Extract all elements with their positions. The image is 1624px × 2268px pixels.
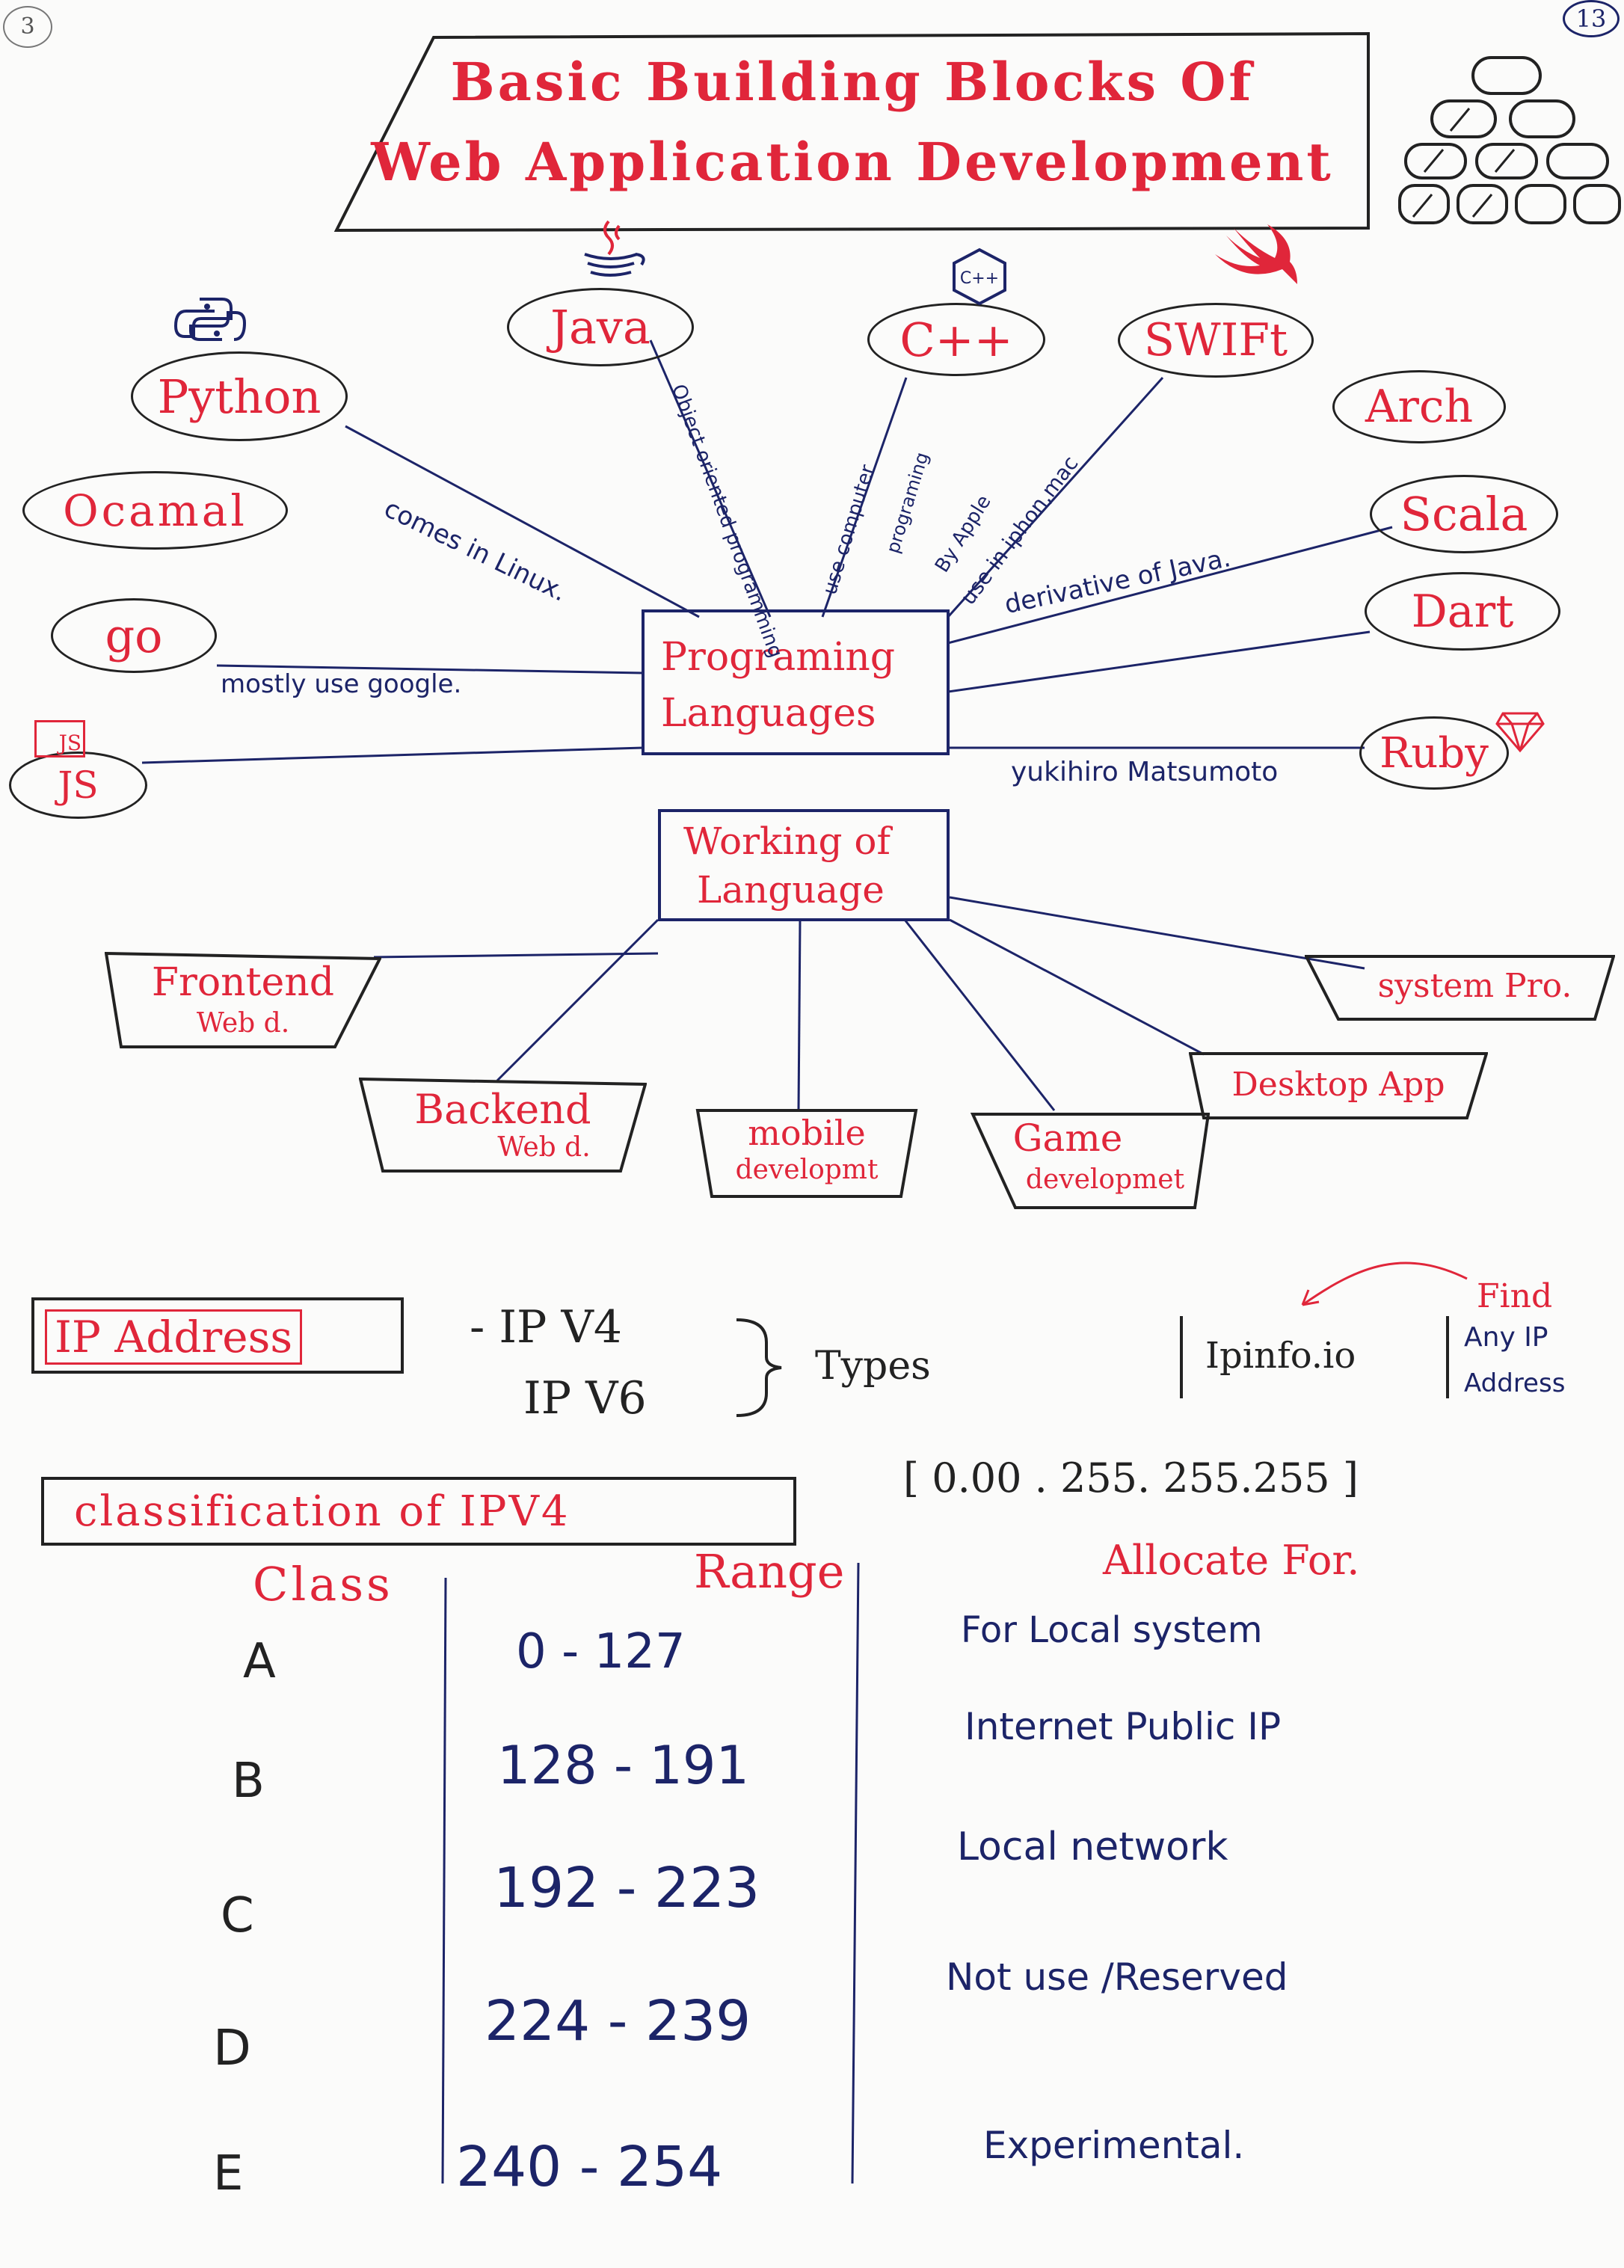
frontend-label: Frontend — [151, 960, 335, 1005]
title-line-2: Web Application Development — [371, 131, 1334, 193]
row-a-range: 0 - 127 — [516, 1624, 686, 1680]
system-label: system Pro. — [1377, 967, 1572, 1005]
col-range: Range — [694, 1544, 845, 1599]
row-e-range: 240 - 254 — [456, 2135, 723, 2199]
python-logo-icon — [166, 293, 256, 348]
ip-address-box: IP Address — [31, 1297, 404, 1374]
language-ruby: Ruby — [1359, 716, 1509, 790]
language-go: go — [51, 598, 217, 673]
center-line-1: Programing — [661, 635, 896, 680]
row-b-class: B — [232, 1754, 265, 1809]
area-mobile: mobile developmt — [695, 1107, 918, 1200]
note-go: mostly use google. — [221, 669, 462, 699]
language-ocamal: Ocamal — [22, 471, 288, 550]
row-c-range: 192 - 223 — [493, 1856, 760, 1920]
backend-label: Backend — [414, 1086, 591, 1133]
row-a-class: A — [243, 1634, 276, 1689]
working-line-1: Working of — [683, 820, 891, 863]
row-d-class: D — [213, 2019, 251, 2077]
language-arch: Arch — [1332, 370, 1506, 443]
swift-bird-icon — [1208, 224, 1297, 302]
row-b-range: 128 - 191 — [497, 1735, 749, 1796]
brick-wall-icon — [1398, 49, 1623, 235]
area-game: Game developmet — [971, 1110, 1210, 1211]
row-d-alloc: Not use /Reserved — [946, 1955, 1288, 1999]
row-d-range: 224 - 239 — [485, 1989, 751, 2053]
js-logo-icon: JS — [34, 720, 85, 757]
ipinfo-label: Ipinfo.io — [1205, 1335, 1356, 1377]
row-e-class: E — [213, 2146, 244, 2201]
programming-languages-box: Programing Languages — [642, 609, 950, 755]
ip-types: Types — [815, 1344, 931, 1389]
classification-box: classification of IPV4 — [41, 1477, 796, 1546]
title-line-1: Basic Building Blocks Of — [450, 51, 1255, 113]
find-3: Address — [1464, 1368, 1566, 1398]
language-dart: Dart — [1365, 572, 1560, 651]
game-label: Game — [1012, 1116, 1123, 1160]
page-mark-right: 13 — [1563, 0, 1620, 37]
game-sub: developmet — [1025, 1164, 1185, 1195]
desktop-label: Desktop App — [1231, 1066, 1445, 1104]
area-backend: Backend Web d. — [359, 1075, 647, 1176]
mobile-label: mobile — [748, 1113, 866, 1153]
mobile-sub: developmt — [735, 1155, 879, 1185]
language-java: Java — [507, 288, 694, 366]
col-alloc: Allocate For. — [1103, 1537, 1360, 1584]
classification-label: classification of IPV4 — [74, 1487, 570, 1536]
ipinfo-site: Ipinfo.io — [1180, 1316, 1449, 1398]
language-cpp: C++ — [867, 303, 1045, 376]
ip-v6: IP V6 — [523, 1372, 647, 1425]
ruby-gem-icon — [1494, 709, 1546, 757]
working-of-language-box: Working of Language — [658, 809, 950, 921]
language-js: JS — [9, 752, 147, 819]
page-mark-left: 3 — [3, 6, 52, 48]
java-cup-icon — [570, 217, 652, 287]
area-frontend: Frontend Web d. — [105, 950, 381, 1051]
row-a-alloc: For Local system — [961, 1609, 1263, 1651]
ipv4-range-all: [ 0.00 . 255. 255.255 ] — [903, 1454, 1359, 1502]
area-desktop: Desktop App — [1189, 1051, 1488, 1122]
working-line-2: Language — [697, 868, 885, 912]
language-python: Python — [131, 351, 348, 441]
ip-address-label: IP Address — [45, 1309, 303, 1365]
area-system: system Pro. — [1305, 953, 1615, 1022]
find-1: Find — [1477, 1277, 1553, 1315]
js-badge-text: JS — [58, 731, 81, 755]
cpp-badge-text: C++ — [960, 269, 999, 288]
frontend-sub: Web d. — [196, 1008, 290, 1039]
center-line-2: Languages — [661, 691, 876, 736]
row-c-alloc: Local network — [957, 1825, 1228, 1869]
brace-icon — [729, 1316, 789, 1424]
language-swift: SWIFt — [1118, 303, 1314, 378]
cpp-hexagon-icon: C++ — [950, 247, 1009, 310]
find-2: Any IP — [1464, 1322, 1548, 1353]
backend-sub: Web d. — [497, 1132, 591, 1163]
ip-v4: - IP V4 — [470, 1301, 622, 1353]
col-class: Class — [253, 1557, 393, 1611]
note-ruby: yukihiro Matsumoto — [1011, 757, 1279, 787]
language-scala: Scala — [1370, 475, 1558, 553]
row-b-alloc: Internet Public IP — [965, 1705, 1282, 1748]
row-c-class: C — [221, 1888, 254, 1943]
title-banner: Basic Building Blocks Of Web Application… — [333, 30, 1372, 232]
row-e-alloc: Experimental. — [983, 2124, 1245, 2167]
